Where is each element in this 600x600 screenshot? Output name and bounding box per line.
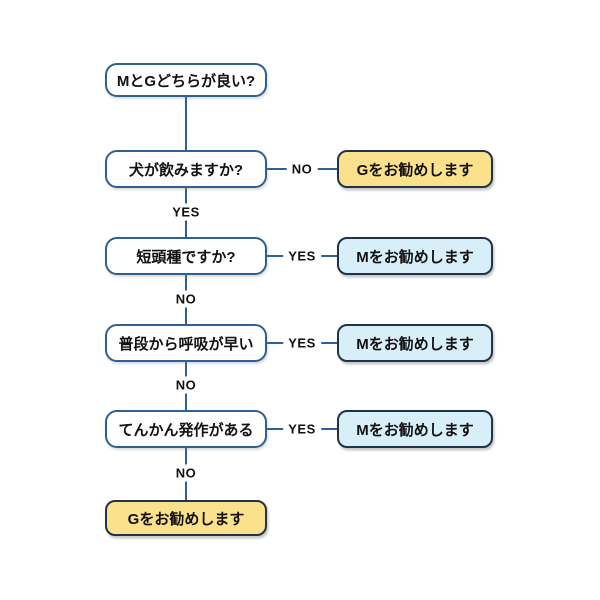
flow-node-result-g-1-label: Gをお勧めします — [356, 161, 474, 179]
connector-start-to-q1 — [185, 97, 187, 150]
edge-label-yes-down-1: YES — [167, 203, 205, 221]
edge-label-no-down-2: NO — [170, 290, 202, 308]
edge-label-yes-branch-4: YES — [283, 420, 321, 438]
flow-node-question-drink: 犬が飲みますか? — [105, 150, 267, 188]
flow-node-question-brachycephalic: 短頭種ですか? — [105, 237, 267, 275]
flow-node-question-drink-label: 犬が飲みますか? — [128, 161, 244, 179]
flow-node-result-m-3-label: Mをお勧めします — [356, 421, 474, 439]
edge-label-no-down-4: NO — [170, 464, 202, 482]
flow-node-question-brachycephalic-label: 短頭種ですか? — [136, 248, 236, 266]
flow-node-result-m-2: Mをお勧めします — [337, 324, 493, 362]
flow-node-result-m-2-label: Mをお勧めします — [356, 335, 474, 353]
flow-node-question-epilepsy: てんかん発作がある — [105, 410, 267, 448]
edge-label-yes-branch-2: YES — [283, 247, 321, 265]
flow-node-result-m-1: Mをお勧めします — [337, 237, 493, 275]
flow-node-question-fast-breathing: 普段から呼吸が早い — [105, 324, 267, 362]
flow-node-result-m-1-label: Mをお勧めします — [356, 248, 474, 266]
flow-node-start: MとGどちらが良い? — [105, 63, 267, 97]
flow-node-start-label: MとGどちらが良い? — [116, 72, 256, 90]
flow-node-result-m-3: Mをお勧めします — [337, 410, 493, 448]
flow-node-result-g-1: Gをお勧めします — [337, 150, 493, 188]
flow-node-result-g-final-label: Gをお勧めします — [127, 510, 245, 528]
flow-node-question-epilepsy-label: てんかん発作がある — [118, 421, 254, 439]
edge-label-no-branch-1: NO — [286, 160, 318, 178]
flow-node-question-fast-breathing-label: 普段から呼吸が早い — [118, 335, 254, 353]
flow-node-result-g-final: Gをお勧めします — [105, 500, 267, 536]
edge-label-no-down-3: NO — [170, 376, 202, 394]
edge-label-yes-branch-3: YES — [283, 334, 321, 352]
